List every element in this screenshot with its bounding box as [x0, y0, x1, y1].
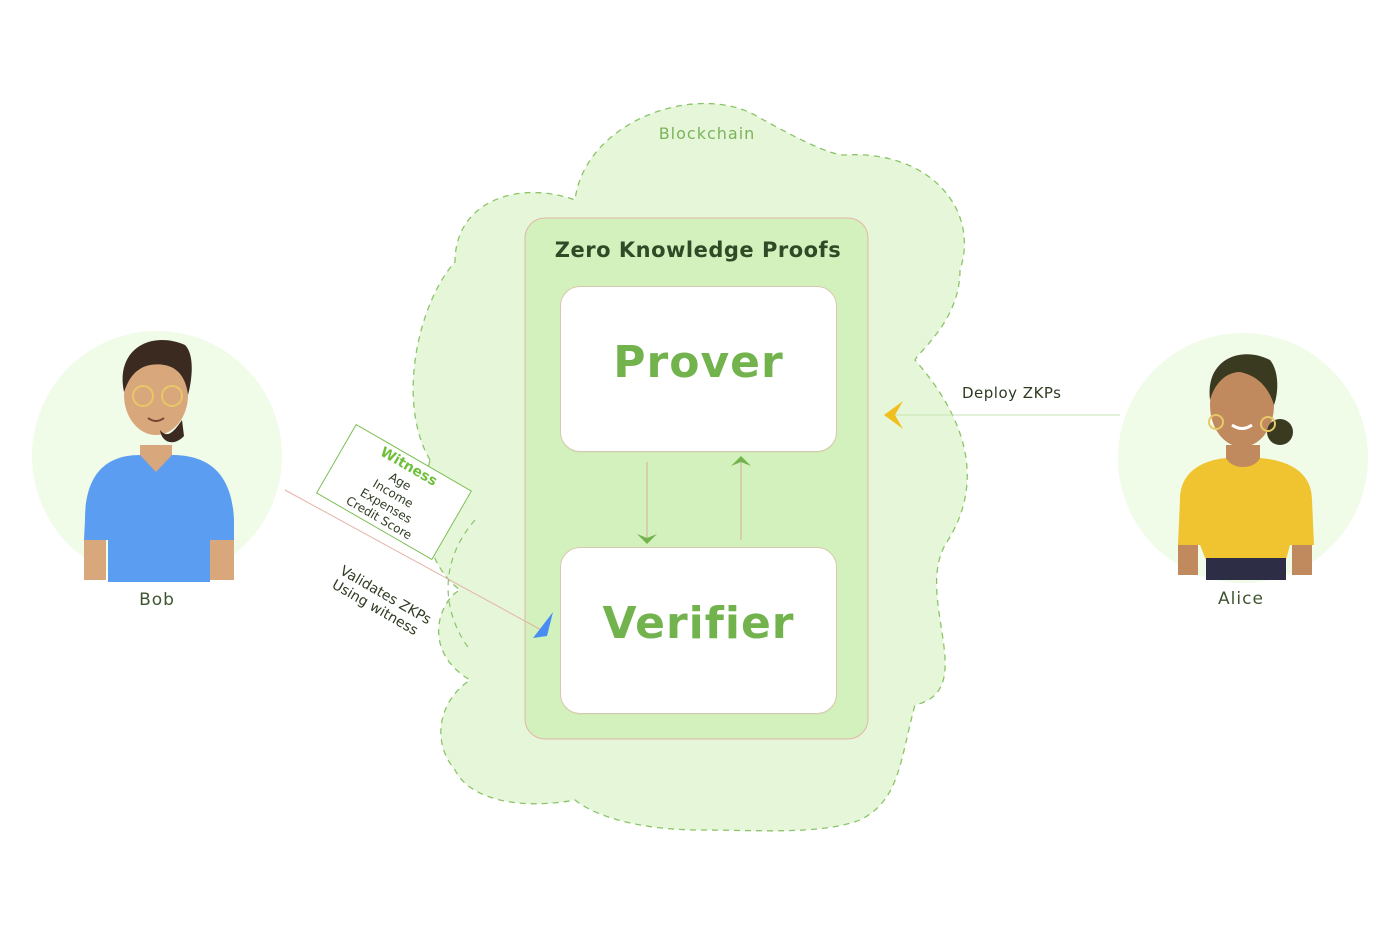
man-avatar-icon — [84, 340, 234, 582]
alice-edge-label: Deploy ZKPs — [962, 384, 1062, 402]
bob-arrowhead — [533, 612, 553, 638]
verifier-label: Verifier — [602, 598, 795, 649]
down-arrowhead — [637, 534, 657, 544]
bob-name: Bob — [139, 590, 175, 610]
alice-name: Alice — [1218, 589, 1264, 609]
blockchain-label: Blockchain — [658, 124, 756, 143]
woman-avatar-icon — [1178, 354, 1314, 580]
cloud-inner-arc — [447, 519, 476, 651]
up-arrowhead — [731, 456, 751, 466]
prover-node: Prover — [560, 286, 837, 452]
bob-to-verifier-edge — [284, 489, 546, 633]
verifier-node: Verifier — [560, 547, 837, 714]
alice-arrowhead — [884, 401, 903, 429]
zkp-title: Zero Knowledge Proofs — [554, 238, 842, 262]
prover-label: Prover — [613, 337, 784, 388]
